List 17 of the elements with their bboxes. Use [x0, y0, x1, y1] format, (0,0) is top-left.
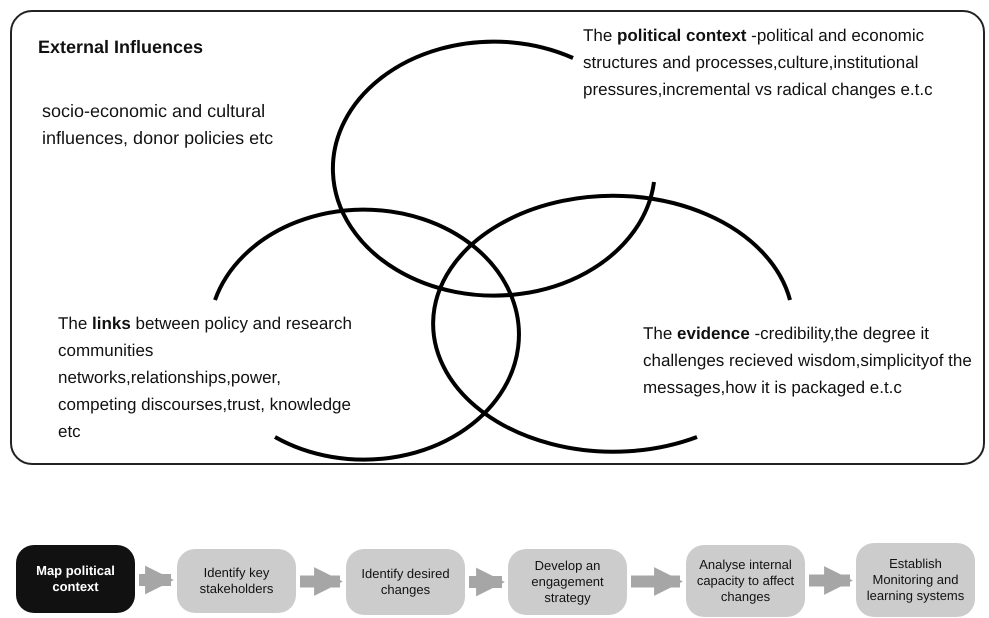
block-arrow [300, 567, 343, 596]
step-box: Map political context [16, 545, 135, 613]
description-text: The political context -political and economic structures and processes,culture,institutional pressures,incremental vs radical changes e.t.c [583, 25, 933, 101]
outer-frame [10, 10, 985, 465]
block-arrow [631, 567, 683, 596]
step-box: Establish Monitoring and learning systems [856, 543, 975, 617]
block-arrow [139, 566, 174, 594]
description-text: The evidence -credibility,the degree it challenges recieved wisdom,simplicityof the messages,how it is packaged e.t.c [643, 323, 973, 399]
heading: External Influences [38, 36, 204, 59]
description-text: The links between policy and research communities networks,relationships,power, competing discourses,trust, knowledge etc [58, 313, 353, 443]
block-arrow [469, 568, 505, 596]
step-box: Identify desired changes [346, 549, 465, 615]
body-text: socio-economic and cultural influences, donor policies etc [42, 100, 274, 150]
block-arrow [809, 566, 853, 595]
step-box: Analyse internal capacity to affect changes [686, 545, 805, 617]
step-box: Develop an engagement strategy [508, 549, 627, 615]
step-box: Identify key stakeholders [177, 549, 296, 613]
